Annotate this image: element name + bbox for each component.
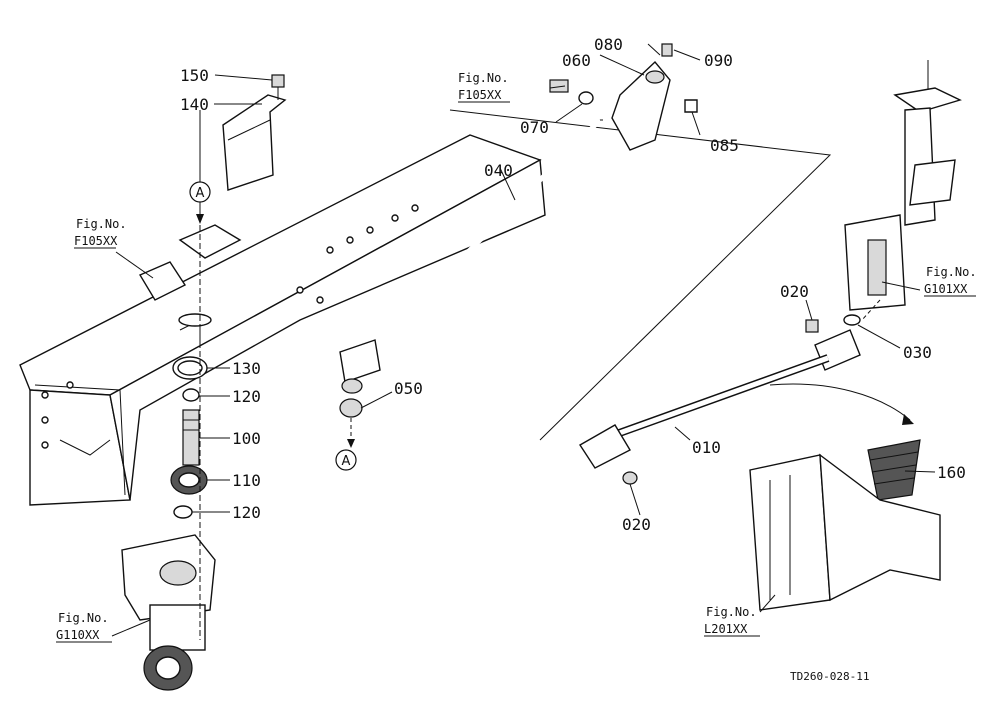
fig-ref-f105-center: Fig.No. F105XX [458,71,510,103]
svg-text:Fig.No.: Fig.No. [458,71,509,85]
callout-120-top: 120 [232,387,261,406]
shaft-040-assembly [339,43,832,448]
callout-160: 160 [937,463,966,482]
callout-140: 140 [180,95,209,114]
callout-010: 010 [692,438,721,457]
svg-text:Fig.No.: Fig.No. [58,611,109,625]
svg-text:Fig.No.: Fig.No. [706,605,757,619]
svg-text:A: A [196,186,205,201]
callout-070: 070 [520,118,549,137]
leader-lines [111,43,936,637]
fig-ref-g110: Fig.No. G110XX [56,611,112,643]
callout-050: 050 [394,379,423,398]
marker-a-top: A [189,181,211,203]
fig-ref-l201: Fig.No. L201XX [704,605,760,637]
callout-020-bottom: 020 [622,515,651,534]
fig-ref-g101: Fig.No. G101XX [924,265,977,297]
svg-text:F105XX: F105XX [458,88,502,102]
callout-090: 090 [704,51,733,70]
svg-text:A: A [342,454,351,469]
drawing-code: TD260-028-11 [790,670,869,683]
fig-ref-f105-left: Fig.No. F105XX [74,217,127,249]
callout-040: 040 [484,161,513,180]
callout-030: 030 [903,343,932,362]
marker-a-bottom: A [335,449,357,471]
svg-text:L201XX: L201XX [704,622,748,636]
svg-text:F105XX: F105XX [74,234,118,248]
steering-column-assembly [579,60,962,611]
svg-text:Fig.No.: Fig.No. [926,265,977,279]
callout-085: 085 [710,136,739,155]
callout-150: 150 [180,66,209,85]
callout-060: 060 [562,51,591,70]
callout-080: 080 [594,35,623,54]
callout-110: 110 [232,471,261,490]
svg-text:G110XX: G110XX [56,628,100,642]
frame-assembly [19,74,546,691]
callout-130: 130 [232,359,261,378]
svg-text:G101XX: G101XX [924,282,968,296]
callout-100: 100 [232,429,261,448]
callouts: 150 140 130 120 100 110 120 080 090 060 … [180,35,966,534]
callout-020-top: 020 [780,282,809,301]
svg-text:Fig.No.: Fig.No. [76,217,127,231]
callout-120-bottom: 120 [232,503,261,522]
